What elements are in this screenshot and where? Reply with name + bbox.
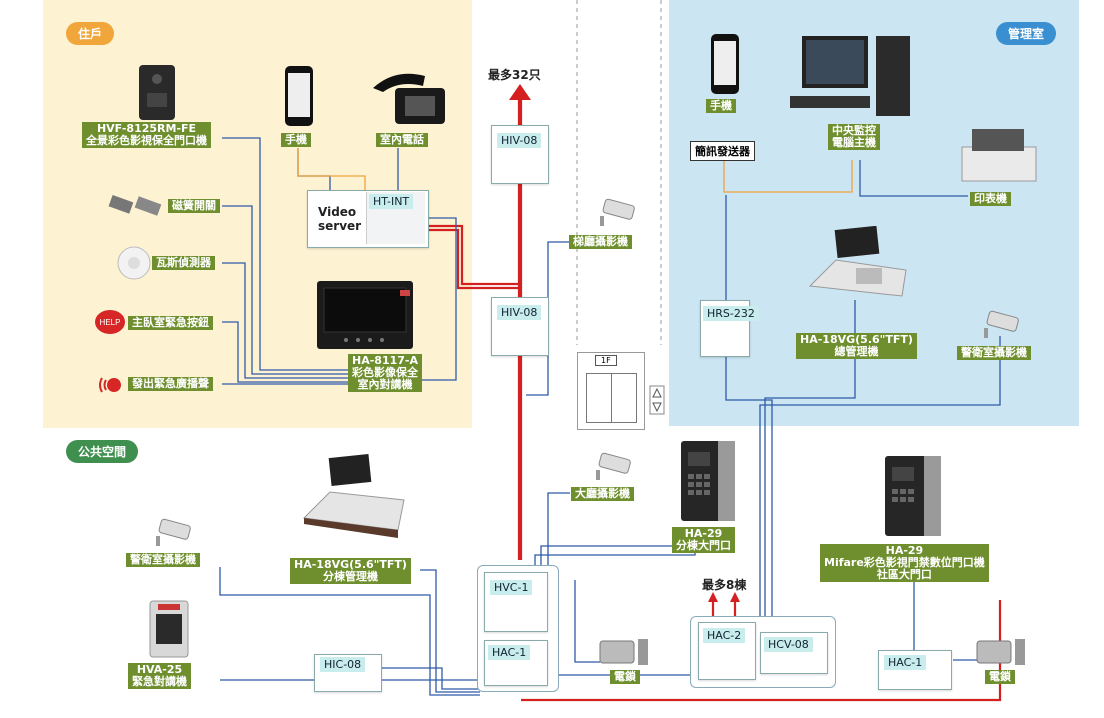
- siren-icon: [99, 377, 121, 393]
- lobby-camera-icon: [596, 452, 631, 480]
- elevator-box: 1F: [577, 352, 645, 430]
- emergency-button-label: 主臥室緊急按鈕: [128, 316, 213, 330]
- elevator-door-left: [586, 373, 612, 423]
- desk-phone-label: 室內電話: [376, 133, 428, 147]
- door-station-device: [139, 65, 175, 120]
- mobile-label: 手機: [281, 133, 311, 147]
- hiv-08-mid-label: HIV-08: [497, 305, 542, 320]
- ha18-mgmt-label: HA-18VG(5.6"TFT)總管理機: [796, 333, 917, 359]
- lobby-camera-label: 大廳攝影機: [571, 487, 634, 501]
- community-door-station-icon: [885, 456, 941, 536]
- svg-text:HELP: HELP: [100, 318, 121, 327]
- max-32-note: 最多32只: [488, 68, 541, 82]
- hrs-232-label: HRS-232: [703, 306, 759, 321]
- magnetic-switch-icon: [108, 194, 162, 216]
- printer-label: 印表機: [970, 192, 1011, 206]
- management-zone-title: 管理室: [996, 22, 1057, 45]
- mobile-phone-icon: [285, 66, 313, 126]
- public-guard-camera-label: 警衛室攝影機: [126, 553, 200, 567]
- hcv-08-label: HCV-08: [764, 637, 813, 652]
- hac-1-community-label: HAC-1: [884, 655, 927, 670]
- ht-int-label: HT-INT: [369, 194, 414, 209]
- desk-phone-icon: [373, 73, 445, 124]
- emergency-broadcast-label: 發出緊急廣播聲: [128, 377, 213, 391]
- arrow-up: [708, 592, 718, 602]
- floor-indicator: 1F: [595, 355, 617, 366]
- mgmt-guard-camera-label: 警衛室攝影機: [957, 346, 1031, 360]
- public-zone-title: 公共空間: [66, 440, 139, 463]
- elevator-camera-label: 梯廳攝影機: [569, 235, 632, 249]
- computer-icon: [790, 36, 910, 116]
- video-server-label: Video server: [318, 205, 362, 233]
- electric-lock-icon: [599, 639, 648, 665]
- lock-2-label: 電鎖: [985, 670, 1015, 684]
- public-guard-camera-icon: [156, 518, 191, 546]
- central-pc-label: 中央監控電腦主機: [828, 124, 880, 150]
- arrow-up: [509, 84, 531, 100]
- emergency-button-icon: HELP: [95, 310, 125, 334]
- sms-sender-label: 簡訊發送器: [690, 141, 755, 161]
- hac-2-label: HAC-2: [703, 628, 746, 643]
- ha18-building-label: HA-18VG(5.6"TFT)分棟管理機: [290, 558, 411, 584]
- max-8-note: 最多8棟: [702, 578, 747, 592]
- emergency-intercom-icon: [149, 600, 189, 658]
- hvc-1-label: HVC-1: [490, 580, 533, 595]
- building-console-icon: [302, 454, 405, 538]
- magnetic-label: 磁簧開關: [168, 199, 220, 213]
- elevator-camera-icon: [600, 198, 635, 226]
- indoor-monitor-device: [317, 281, 413, 349]
- hiv-08-top-label: HIV-08: [497, 133, 542, 148]
- lock-1-label: 電鎖: [610, 670, 640, 684]
- hic-08-label: HIC-08: [320, 657, 366, 672]
- mobile-phone-icon: [711, 34, 739, 94]
- elevator-door-right: [611, 373, 637, 423]
- building-door-station-icon: [681, 441, 735, 521]
- management-console-icon: [808, 226, 907, 297]
- gas-label: 瓦斯偵測器: [152, 256, 215, 270]
- elevator-arrows-icon: [649, 385, 665, 415]
- printer-icon: [961, 129, 1037, 182]
- hac-1-public-label: HAC-1: [488, 645, 531, 660]
- guard-room-camera-icon: [984, 310, 1019, 338]
- resident-zone-title: 住戶: [66, 22, 115, 45]
- gas-detector-icon: [117, 246, 151, 280]
- arrow-up: [730, 592, 740, 602]
- electric-lock-icon: [976, 639, 1025, 665]
- mgmt-mobile-label: 手機: [706, 99, 736, 113]
